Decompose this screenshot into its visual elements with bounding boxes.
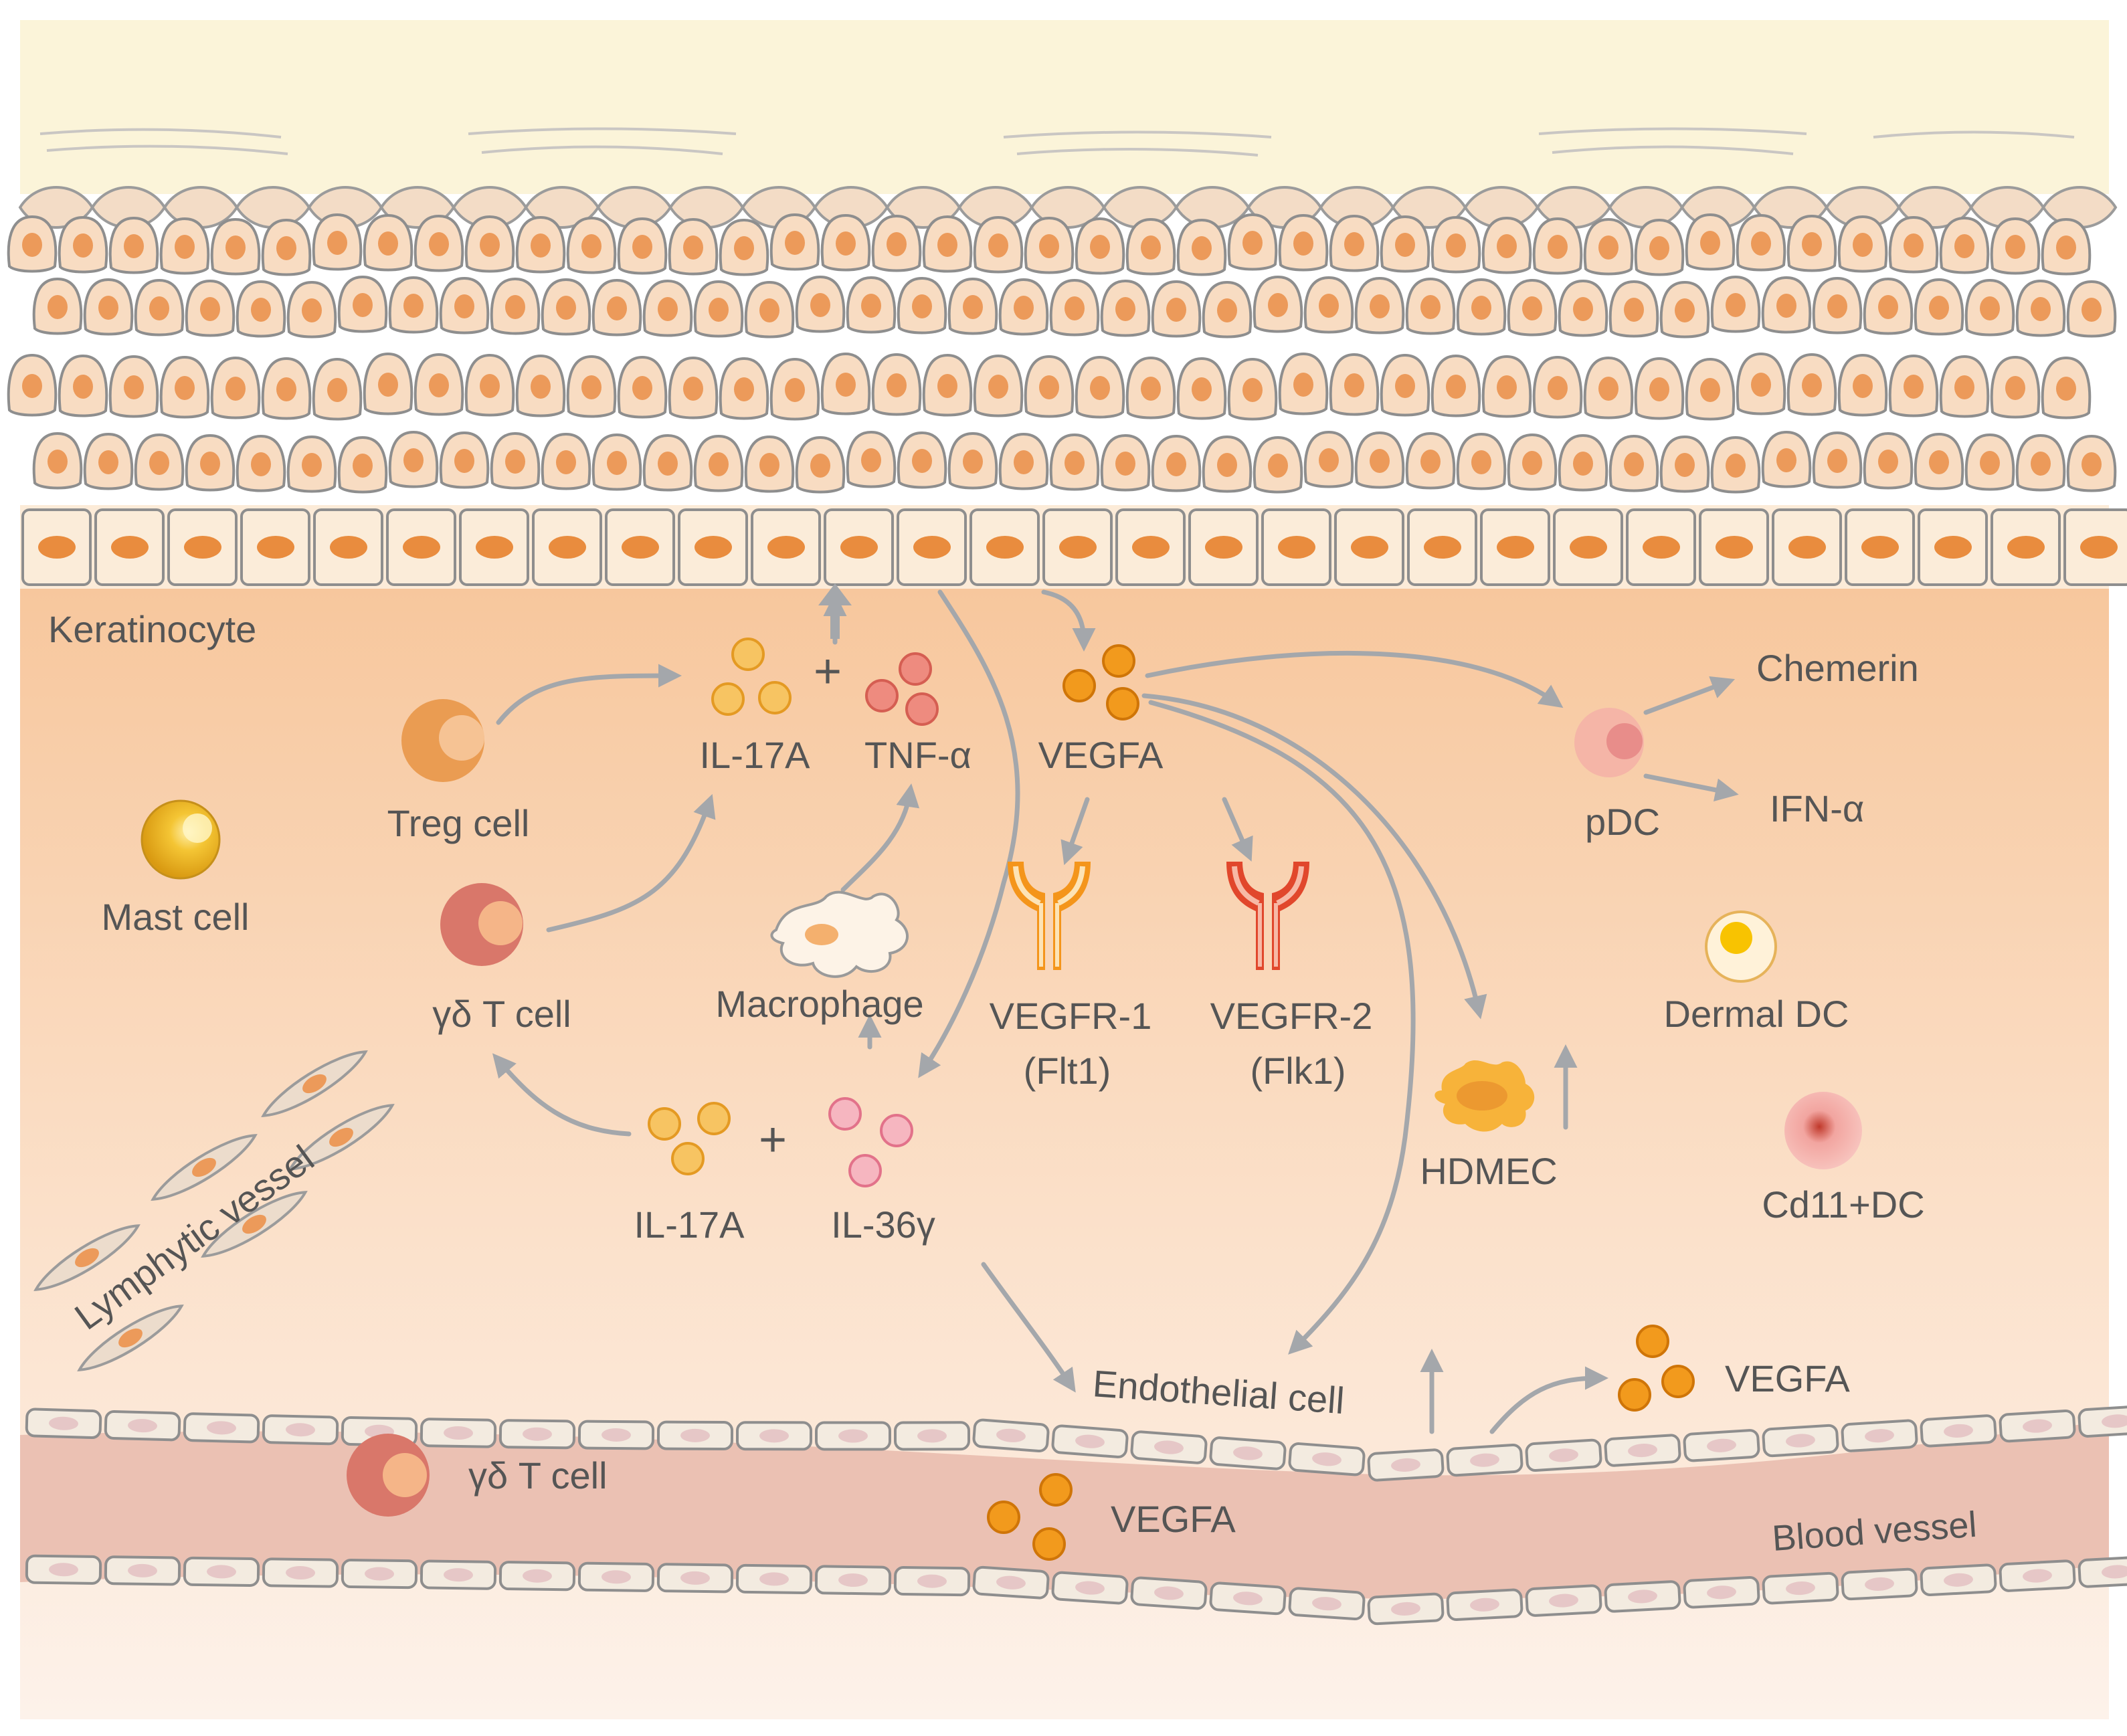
endothelium-lower — [25, 1554, 2127, 1626]
gd-t-cell-vessel — [347, 1434, 430, 1517]
stratum-corneum — [20, 20, 2109, 194]
label-vegfr1: VEGFR-1 — [990, 995, 1152, 1037]
il17a-cluster-bottom — [648, 1102, 731, 1175]
arrows — [492, 589, 1739, 1434]
label-cd11-dc: Cd11+DC — [1762, 1183, 1924, 1226]
label-vegfa-right: VEGFA — [1725, 1357, 1850, 1400]
vegfr2-receptor — [1226, 862, 1309, 970]
label-il17a-bottom: IL-17A — [634, 1203, 745, 1246]
spinous-layer — [7, 213, 2117, 494]
label-flk1: (Flk1) — [1250, 1050, 1346, 1092]
vegfa-cluster-vessel — [987, 1473, 1073, 1561]
basal-layer — [20, 505, 2127, 589]
label-il36-gamma: IL-36γ — [831, 1203, 935, 1246]
dermal-dc-cell — [1705, 910, 1777, 983]
label-il17a-top: IL-17A — [700, 734, 811, 776]
macrophage — [770, 890, 909, 978]
label-hdmec: HDMEC — [1420, 1150, 1557, 1192]
tnf-cluster — [865, 652, 939, 726]
blood-vessel-lumen — [20, 1422, 2109, 1599]
endothelium-upper — [25, 1404, 2127, 1482]
label-chemerin: Chemerin — [1756, 647, 1919, 689]
label-vegfa-top: VEGFA — [1038, 734, 1164, 776]
cd11-dc-cell — [1784, 1092, 1862, 1169]
label-ifn-alpha: IFN-α — [1770, 787, 1864, 830]
label-pdc: pDC — [1585, 801, 1660, 843]
label-plus-top: + — [814, 645, 842, 698]
il36-cluster — [828, 1097, 913, 1187]
label-treg-cell: Treg cell — [387, 802, 530, 844]
lymphatic-vessel — [33, 1050, 395, 1371]
vegfr1-receptor — [1008, 862, 1091, 970]
label-vegfr2: VEGFR-2 — [1210, 995, 1373, 1037]
gd-t-cell — [440, 883, 523, 966]
label-vegfa-vessel: VEGFA — [1111, 1498, 1236, 1540]
label-dermal-dc: Dermal DC — [1664, 993, 1849, 1035]
label-gd-t-cell-vessel: γδ T cell — [468, 1454, 608, 1497]
mast-cell — [141, 799, 221, 880]
label-tnf-alpha: TNF-α — [864, 734, 972, 776]
label-plus-bottom: + — [759, 1113, 787, 1167]
label-keratinocyte: Keratinocyte — [48, 608, 256, 650]
label-gd-t-cell: γδ T cell — [432, 993, 571, 1035]
label-flt1: (Flt1) — [1024, 1050, 1111, 1092]
hdmec-cell — [1435, 1060, 1535, 1132]
label-mast-cell: Mast cell — [102, 896, 250, 938]
pdc-cell — [1574, 708, 1644, 777]
vegfa-cluster-right — [1618, 1325, 1695, 1412]
thick-up-arrow-head — [818, 583, 852, 605]
treg-cell — [401, 699, 484, 782]
il17a-cluster-top — [711, 638, 792, 716]
vegfa-cluster-top — [1062, 644, 1139, 720]
stratum-corneum-lines — [39, 127, 2075, 157]
label-macrophage: Macrophage — [715, 983, 923, 1025]
